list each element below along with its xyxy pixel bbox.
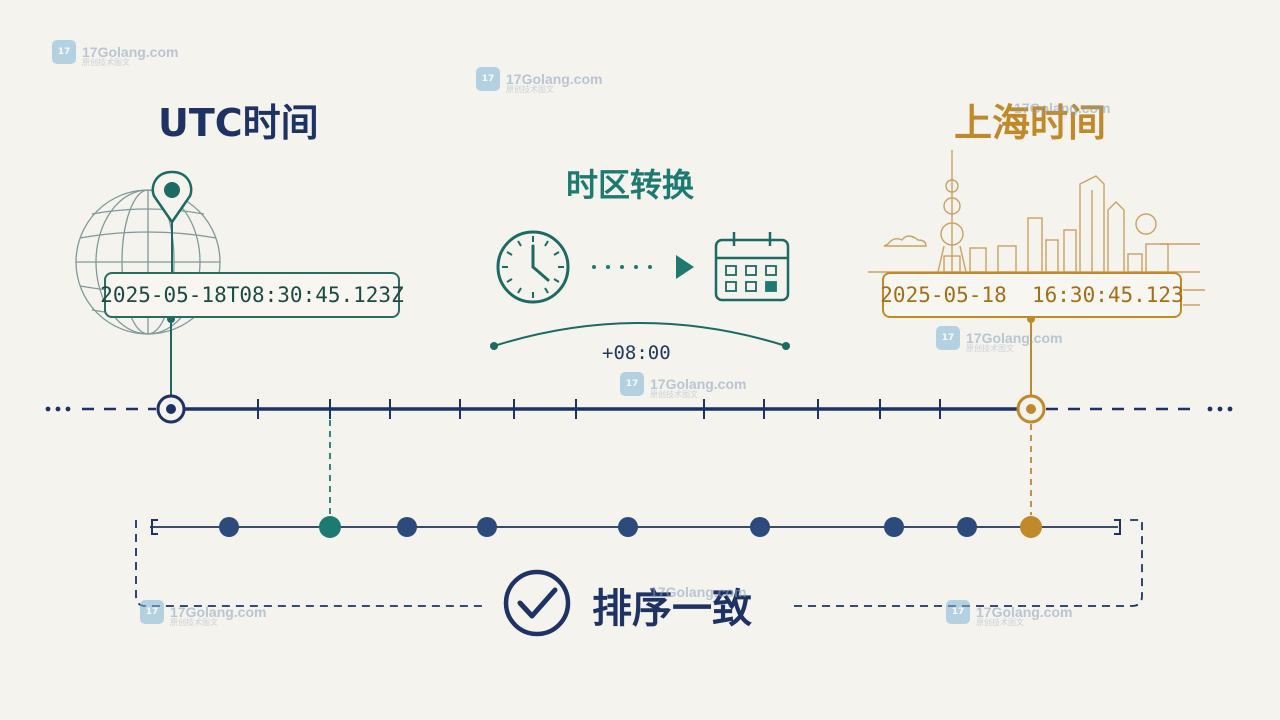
watermark-text: 17Golang.com <box>966 330 1063 346</box>
utc-timestamp-box: 2025-05-18T08:30:45.123Z <box>100 272 404 318</box>
utc-marker <box>156 394 186 424</box>
sorted-sequence <box>150 516 1121 538</box>
sort-consistent-label: 排序一致 <box>592 586 752 632</box>
utc-timestamp: 2025-05-18T08:30:45.123Z <box>100 283 404 307</box>
watermark-logo: 17 <box>52 40 76 64</box>
timezone-offset: +08:00 <box>602 342 671 364</box>
watermark: 17 17Golang.com 原创技术图文 <box>52 40 179 67</box>
watermark-sub: 原创技术图文 <box>966 344 1014 353</box>
check-circle-icon <box>503 569 571 637</box>
shanghai-timestamp: 2025-05-18 16:30:45.123 <box>880 283 1184 307</box>
watermark-logo: 17 <box>140 600 164 624</box>
utc-sequence-point <box>319 516 341 538</box>
watermark-logo: 17 <box>946 600 970 624</box>
watermark: 17Golang.com <box>650 584 746 600</box>
watermark: 17 17Golang.com 原创技术图文 <box>476 67 603 94</box>
watermark: 17 17Golang.com 原创技术图文 <box>620 372 747 399</box>
watermark: 17 17Golang.com 原创技术图文 <box>946 600 1073 627</box>
watermark-sub: 原创技术图文 <box>170 618 218 627</box>
arrow-right-icon <box>592 255 694 279</box>
utc-title: UTC时间 <box>158 101 319 145</box>
watermark-text: 17Golang.com <box>976 604 1073 620</box>
watermark-text: 17Golang.com <box>650 376 747 392</box>
shanghai-timestamp-box: 2025-05-18 16:30:45.123 <box>880 272 1184 318</box>
location-pin-icon <box>151 170 193 272</box>
shanghai-marker <box>1016 394 1046 424</box>
main-timeline <box>45 394 1233 424</box>
shanghai-title: 上海时间 <box>954 101 1107 145</box>
offset-arc <box>490 322 790 350</box>
watermark-text: 17Golang.com <box>1014 100 1111 116</box>
watermark-logo: 17 <box>936 326 960 350</box>
watermark-text: 17Golang.com <box>82 44 179 60</box>
watermark-sub: 原创技术图文 <box>976 618 1024 627</box>
watermark: 17Golang.com <box>1014 100 1110 116</box>
clock-icon <box>496 230 570 304</box>
watermark-logo: 17 <box>620 372 644 396</box>
watermark-text: 17Golang.com <box>170 604 267 620</box>
watermark-sub: 原创技术图文 <box>82 58 130 67</box>
watermark-text: 17Golang.com <box>506 71 603 87</box>
result-bracket <box>135 519 1143 607</box>
shanghai-sequence-point <box>1020 516 1042 538</box>
watermark: 17 17Golang.com 原创技术图文 <box>936 326 1063 353</box>
watermark: 17 17Golang.com 原创技术图文 <box>140 600 267 627</box>
calendar-icon <box>714 232 790 302</box>
watermark-logo: 17 <box>476 67 500 91</box>
watermark-sub: 原创技术图文 <box>650 390 698 399</box>
watermark-sub: 原创技术图文 <box>506 85 554 94</box>
watermark-text: 17Golang.com <box>650 584 747 600</box>
conversion-title: 时区转换 <box>566 166 695 204</box>
